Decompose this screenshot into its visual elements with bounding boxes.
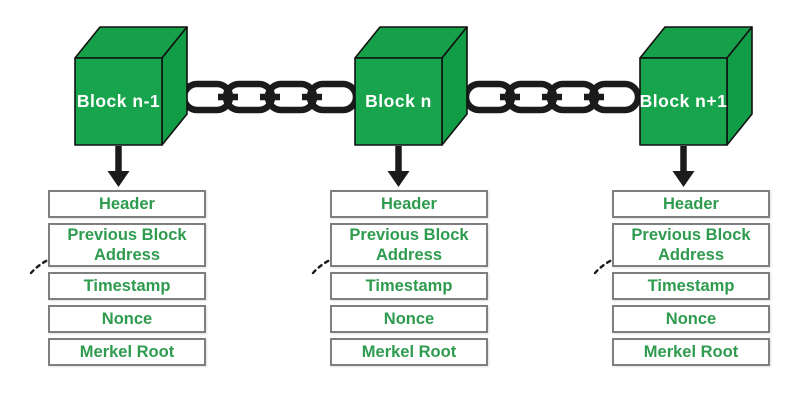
cube-front-face (74, 57, 163, 146)
block-n-plus-1-field-list: Header Previous Block Address Timestamp … (612, 190, 770, 366)
chain-right (462, 80, 642, 114)
cube-block-n: Block n (354, 26, 468, 146)
field-previous-block-address: Previous Block Address (330, 223, 488, 267)
field-nonce: Nonce (612, 305, 770, 333)
field-timestamp: Timestamp (612, 272, 770, 300)
field-merkel-root: Merkel Root (612, 338, 770, 366)
field-header: Header (612, 190, 770, 218)
block-n-1-field-list: Header Previous Block Address Timestamp … (48, 190, 206, 366)
field-nonce: Nonce (330, 305, 488, 333)
cube-block-n-1: Block n-1 (74, 26, 188, 146)
field-timestamp: Timestamp (48, 272, 206, 300)
cube-front-face (354, 57, 443, 146)
block-n-field-list: Header Previous Block Address Timestamp … (330, 190, 488, 366)
field-timestamp: Timestamp (330, 272, 488, 300)
down-arrow-icon (387, 146, 410, 187)
field-header: Header (48, 190, 206, 218)
field-nonce: Nonce (48, 305, 206, 333)
field-merkel-root: Merkel Root (330, 338, 488, 366)
chain-left (180, 80, 360, 114)
block-label: Block n (365, 91, 432, 111)
block-label: Block n+1 (640, 91, 728, 111)
cube-block-n-plus-1: Block n+1 (639, 26, 753, 146)
field-merkel-root: Merkel Root (48, 338, 206, 366)
cube-front-face (639, 57, 728, 146)
down-arrow-icon (107, 146, 130, 187)
block-label: Block n-1 (77, 91, 160, 111)
field-header: Header (330, 190, 488, 218)
field-previous-block-address: Previous Block Address (612, 223, 770, 267)
field-previous-block-address: Previous Block Address (48, 223, 206, 267)
down-arrow-icon (672, 146, 695, 187)
